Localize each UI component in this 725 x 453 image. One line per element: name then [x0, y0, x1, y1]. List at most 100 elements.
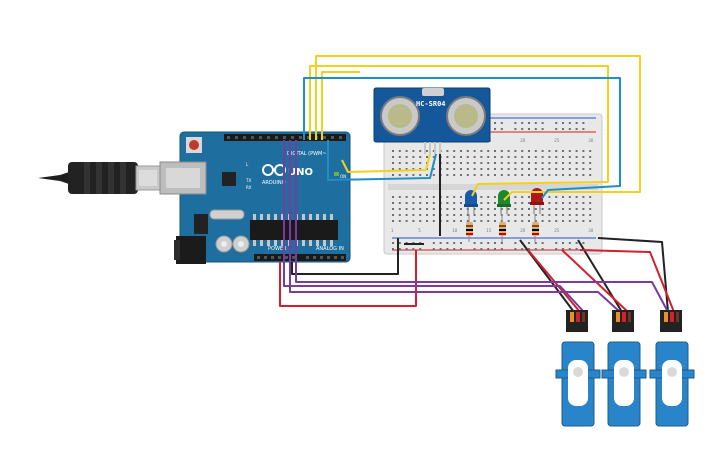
- breadboard-hole: [398, 174, 401, 176]
- breadboard-hole: [398, 214, 401, 216]
- breadboard-hole: [405, 150, 408, 152]
- breadboard-hole: [521, 196, 524, 198]
- breadboard-hole: [487, 220, 490, 222]
- breadboard-hole: [480, 168, 483, 170]
- breadboard-hole: [575, 248, 578, 250]
- breadboard-hole: [398, 220, 401, 222]
- breadboard-hole: [453, 156, 456, 158]
- breadboard-hole: [555, 220, 558, 222]
- breadboard-hole: [528, 156, 530, 158]
- breadboard-hole: [473, 242, 476, 244]
- breadboard-hole: [426, 156, 428, 158]
- breadboard-hole: [473, 248, 476, 250]
- breadboard-hole: [500, 156, 503, 158]
- arduino-model-text: UNO: [288, 167, 313, 178]
- breadboard-hole: [460, 156, 462, 158]
- breadboard-hole: [426, 208, 428, 210]
- breadboard-hole: [548, 156, 551, 158]
- breadboard-hole: [453, 242, 456, 244]
- breadboard-hole: [446, 162, 449, 164]
- breadboard-hole: [480, 196, 483, 198]
- breadboard-hole: [473, 150, 476, 152]
- breadboard-hole: [487, 150, 490, 152]
- breadboard-hole: [473, 174, 476, 176]
- breadboard-hole: [466, 168, 469, 170]
- breadboard-hole: [562, 174, 564, 176]
- breadboard-hole: [453, 150, 456, 152]
- breadboard-hole: [507, 156, 510, 158]
- breadboard-hole: [453, 214, 456, 216]
- breadboard-hole: [575, 196, 578, 198]
- breadboard-hole: [412, 162, 415, 164]
- breadboard-hole: [568, 162, 571, 164]
- arduino-brand-text: ARDUINO: [262, 180, 286, 186]
- breadboard-hole: [534, 208, 537, 210]
- breadboard-hole: [575, 128, 578, 130]
- breadboard-hole: [487, 214, 490, 216]
- breadboard-hole: [555, 150, 558, 152]
- resistor-2: [499, 214, 506, 242]
- breadboard-hole: [405, 162, 408, 164]
- breadboard-hole: [582, 128, 585, 130]
- breadboard-hole: [398, 156, 401, 158]
- breadboard-hole: [534, 214, 537, 216]
- breadboard-hole: [494, 128, 496, 130]
- breadboard-hole: [568, 196, 571, 198]
- servo-2: [601, 310, 647, 427]
- breadboard-hole: [555, 214, 558, 216]
- wire-blue-2: [327, 140, 437, 181]
- breadboard-hole: [480, 242, 483, 244]
- breadboard-hole: [419, 174, 422, 176]
- breadboard-hole: [589, 156, 592, 158]
- breadboard-hole: [521, 168, 524, 170]
- breadboard-hole: [453, 202, 456, 204]
- breadboard-hole: [575, 208, 578, 210]
- resistors: [466, 214, 539, 242]
- breadboard-hole: [534, 174, 537, 176]
- breadboard-hole: [419, 168, 422, 170]
- breadboard-hole: [392, 150, 394, 152]
- breadboard-hole: [582, 242, 585, 244]
- breadboard-hole: [521, 150, 524, 152]
- green-led: [497, 190, 511, 214]
- breadboard-hole: [568, 168, 571, 170]
- breadboard-hole: [521, 220, 524, 222]
- breadboard-hole: [528, 196, 530, 198]
- breadboard-hole: [446, 248, 449, 250]
- breadboard-hole: [514, 122, 517, 124]
- breadboard-hole: [562, 122, 564, 124]
- wire-yellow-3: [321, 71, 360, 140]
- breadboard-hole: [405, 174, 408, 176]
- breadboard-hole: [528, 214, 530, 216]
- servo-3: [649, 310, 695, 427]
- breadboard-hole: [507, 208, 510, 210]
- breadboard-hole: [494, 162, 496, 164]
- breadboard-hole: [514, 208, 517, 210]
- breadboard-hole: [480, 214, 483, 216]
- breadboard-hole: [568, 214, 571, 216]
- breadboard-hole: [494, 156, 496, 158]
- breadboard-hole: [460, 214, 462, 216]
- breadboard-hole: [392, 156, 394, 158]
- breadboard-hole: [562, 242, 564, 244]
- breadboard-column-number: 10: [452, 228, 458, 233]
- breadboard-hole: [419, 202, 422, 204]
- wire-black-3: [597, 237, 669, 313]
- breadboard-hole: [392, 248, 394, 250]
- breadboard-hole: [500, 150, 503, 152]
- breadboard-hole: [419, 150, 422, 152]
- breadboard-hole: [514, 242, 517, 244]
- breadboard-hole: [460, 220, 462, 222]
- breadboard-hole: [398, 196, 401, 198]
- breadboard-hole: [446, 220, 449, 222]
- breadboard-hole: [521, 128, 524, 130]
- breadboard-hole: [412, 196, 415, 198]
- breadboard-hole: [412, 156, 415, 158]
- breadboard-hole: [582, 150, 585, 152]
- breadboard-hole: [480, 220, 483, 222]
- breadboard-hole: [412, 150, 415, 152]
- breadboard-hole: [412, 248, 415, 250]
- breadboard-hole: [480, 174, 483, 176]
- wire-red-1: [279, 250, 417, 307]
- tx-label: TX: [245, 178, 251, 183]
